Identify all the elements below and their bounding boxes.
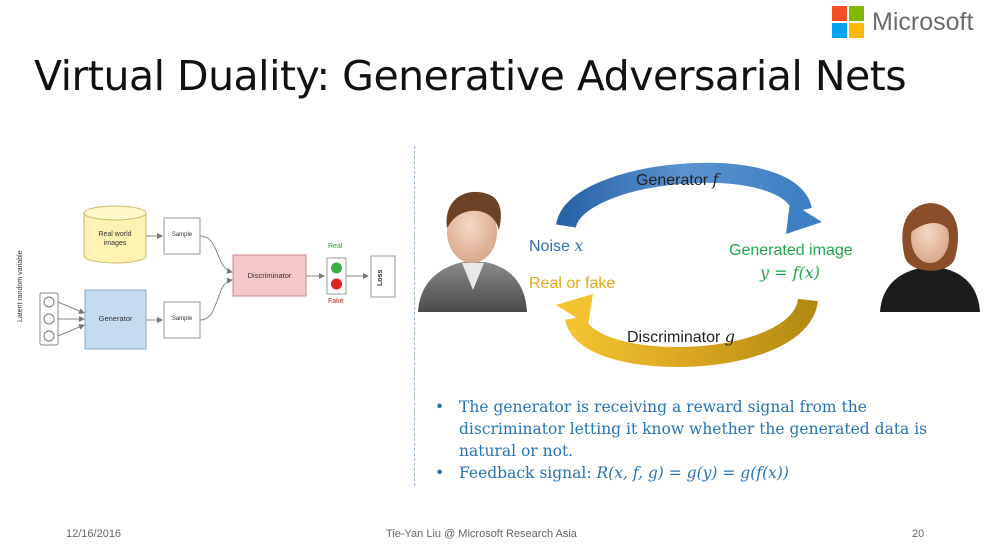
real-images-label: Real world images [98, 231, 132, 247]
generator-box [84, 289, 147, 350]
microsoft-logo: Microsoft [832, 6, 973, 38]
generator-box-label: Generator [98, 314, 133, 323]
man-avatar-icon [418, 191, 527, 312]
bullet-list: •The generator is receiving a reward sig… [432, 396, 952, 484]
discriminator-box [232, 254, 307, 297]
real-or-fake-label: Real or fake [529, 275, 616, 292]
loss-box [370, 255, 396, 298]
sample-bottom-label: Sample [171, 316, 193, 322]
discriminator-box-label: Discriminator [247, 271, 292, 280]
sample-box-bottom [163, 301, 201, 339]
microsoft-logo-icon [832, 6, 864, 38]
noise-label: Noise x [529, 236, 584, 255]
cycle-arrows [556, 162, 822, 367]
loss-label: Loss [377, 269, 384, 286]
bullet-item-feedback: •Feedback signal: R(x, f, g) = g(y) = g(… [435, 464, 789, 482]
slide-title: Virtual Duality: Generative Adversarial … [34, 52, 907, 100]
generator-cycle-label: Generator f [636, 170, 719, 189]
microsoft-logo-text: Microsoft [872, 7, 974, 36]
fake-light [331, 278, 342, 290]
sample-top-label: Sample [171, 232, 193, 238]
bullet-item-reward: •The generator is receiving a reward sig… [435, 398, 928, 460]
fake-label: Fake [328, 298, 344, 305]
generated-image-label: Generated image [729, 242, 853, 259]
real-light [331, 262, 342, 274]
footer-date: 12/16/2016 [66, 528, 122, 540]
footer-page-number: 20 [912, 528, 925, 540]
feedback-formula: R(x, f, g) = g(y) = g(f(x)) [596, 464, 789, 482]
woman-avatar-icon [880, 203, 980, 312]
latent-variable-label: Latent random variable [17, 250, 24, 322]
sample-box-top [163, 217, 201, 255]
real-label: Real [328, 243, 343, 250]
discriminator-cycle-label: Discriminator g [627, 327, 736, 346]
generated-image-formula: y = f(x) [760, 263, 821, 282]
section-divider [414, 146, 415, 486]
footer-author: Tie-Yan Liu @ Microsoft Research Asia [386, 528, 577, 540]
real-images-cylinder [83, 205, 147, 264]
